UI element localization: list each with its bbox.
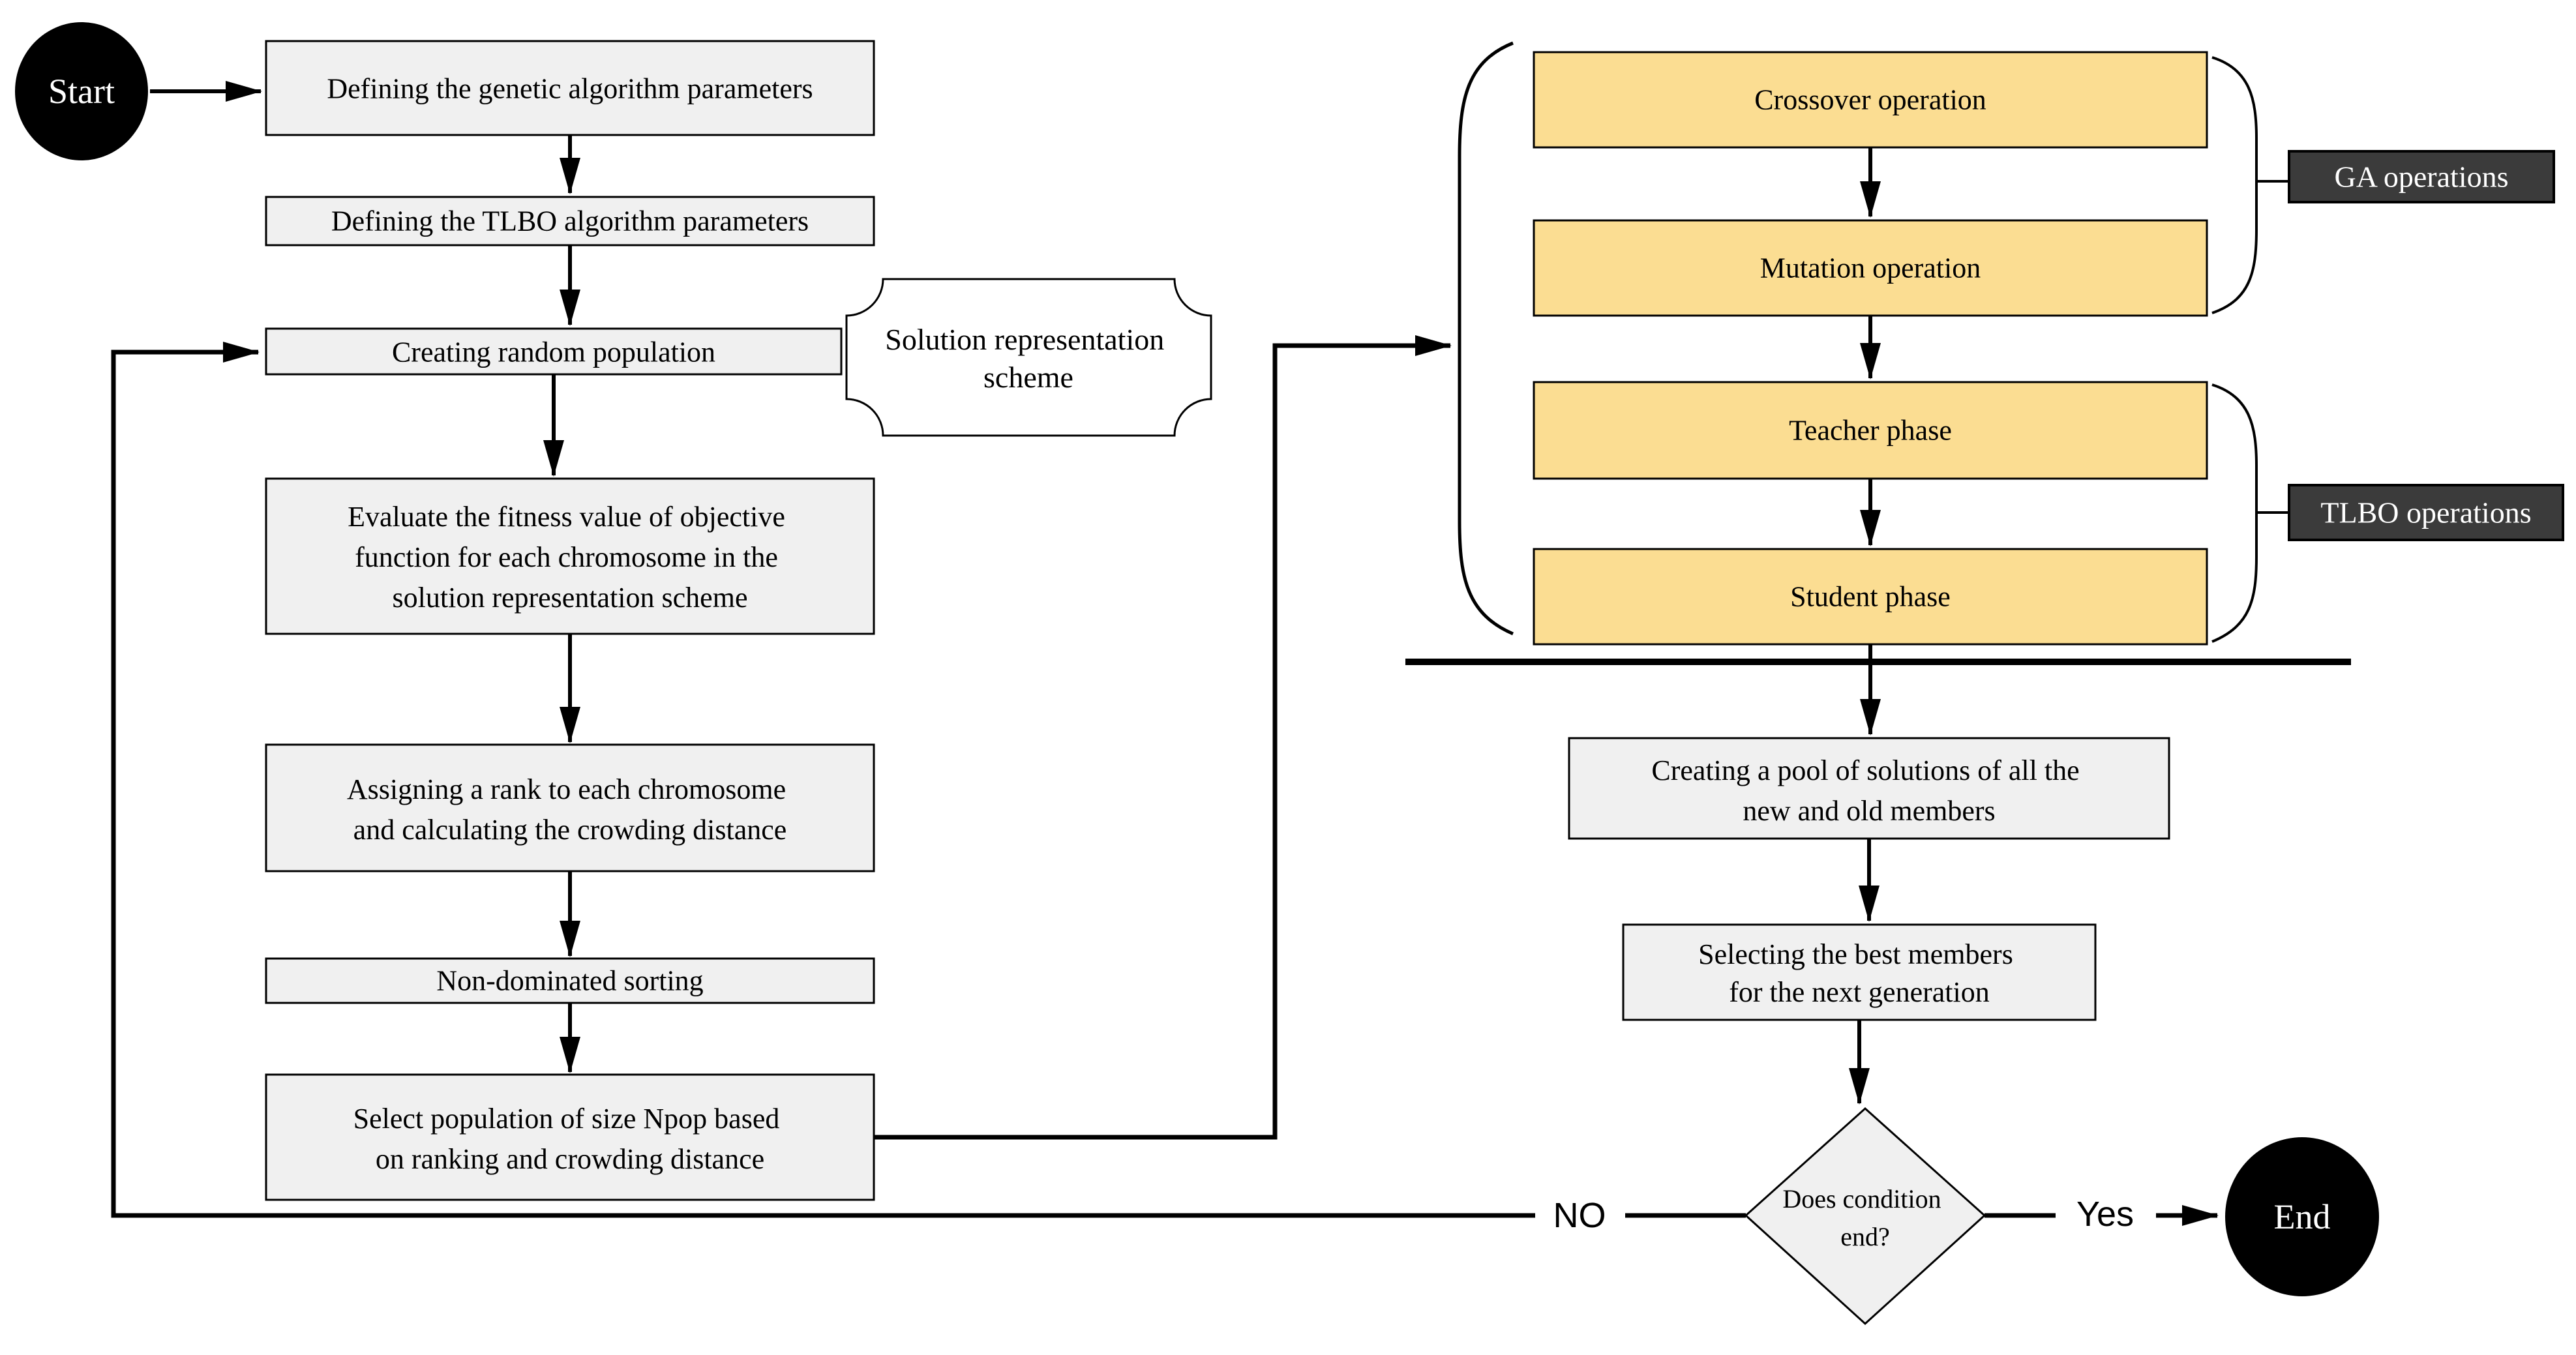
evaluate-fitness-label: Evaluate the fitness value of objective … <box>348 501 792 614</box>
end-node <box>2225 1137 2379 1296</box>
no-label: NO <box>1553 1196 1606 1235</box>
start-node <box>15 22 148 160</box>
tlbo-operations-label: TLBO operations <box>2320 496 2531 529</box>
operations-group-left-brace <box>1458 41 1514 636</box>
select-best-box <box>1622 923 2097 1021</box>
solution-representation-label: Solution representation scheme <box>885 323 1171 394</box>
mutation-label: Mutation operation <box>1760 252 1981 284</box>
select-population-label: Select population of size Npop based on … <box>353 1103 787 1175</box>
student-phase-box <box>1533 548 2208 646</box>
solution-representation-callout <box>845 278 1212 437</box>
condition-diamond <box>1744 1107 1986 1326</box>
ga-operations-label: GA operations <box>2334 160 2508 194</box>
tlbo-operations-brace <box>2211 383 2258 643</box>
yes-label: Yes <box>2076 1195 2134 1234</box>
create-population-label: Creating random population <box>392 336 715 368</box>
end-node-label: End <box>2274 1197 2331 1236</box>
teacher-phase-box <box>1533 381 2208 480</box>
ga-operations-label-box <box>2288 150 2555 203</box>
assign-rank-box <box>265 743 875 872</box>
teacher-phase-label: Teacher phase <box>1789 415 1952 447</box>
define-ga-params-label: Defining the genetic algorithm parameter… <box>327 73 813 105</box>
assign-rank-label: Assigning a rank to each chromosome and … <box>347 773 793 846</box>
tlbo-operations-label-box <box>2288 484 2564 541</box>
start-node-label: Start <box>48 72 115 111</box>
mutation-box <box>1533 219 2208 317</box>
condition-label: Does condition end? <box>1782 1184 1947 1251</box>
select-population-box <box>265 1073 875 1201</box>
select-best-label: Selecting the best members for the next … <box>1698 938 2020 1008</box>
crossover-label: Crossover operation <box>1754 84 1986 116</box>
define-tlbo-params-label: Defining the TLBO algorithm parameters <box>331 205 809 237</box>
arrow-select-population-to-operations <box>874 335 1452 1140</box>
pool-label: Creating a pool of solutions of all the … <box>1651 754 2086 827</box>
non-dominated-sorting-box <box>265 957 875 1004</box>
ga-operations-brace <box>2211 56 2258 314</box>
pool-box <box>1568 737 2170 840</box>
non-dominated-sorting-label: Non-dominated sorting <box>436 965 703 997</box>
define-tlbo-params-box <box>265 196 875 246</box>
arrow-no-loop-to-create-population <box>111 342 1535 1218</box>
define-ga-params-box <box>265 40 875 136</box>
crossover-box <box>1533 51 2208 149</box>
student-phase-label: Student phase <box>1790 581 1951 613</box>
